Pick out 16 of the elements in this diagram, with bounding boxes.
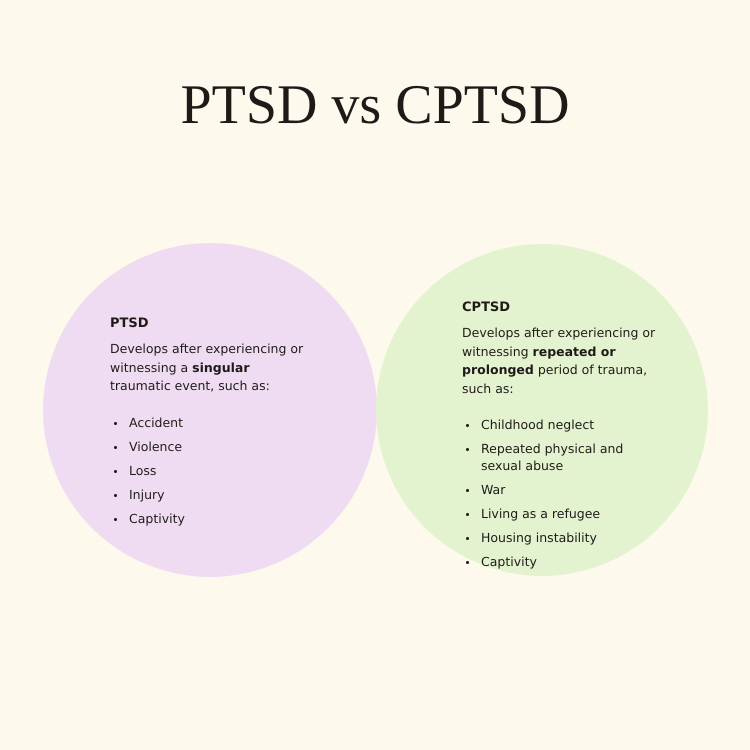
description: Develops after experiencing or witnessing repeated or prolonged period of trauma, such as: — [462, 324, 656, 398]
list-item: Living as a refugee — [481, 505, 602, 522]
heading: PTSD — [110, 315, 149, 332]
list-item: Accident — [129, 414, 184, 430]
description: Develops after experiencing or witnessing a singular traumatic event, such as: — [110, 340, 304, 395]
list-item: Housing instability — [481, 529, 598, 546]
list-item: War — [481, 481, 506, 498]
heading: CPTSD — [462, 299, 510, 316]
list-item: Violence — [129, 438, 184, 454]
title: PTSD vs CPTSD — [180, 73, 570, 138]
list-item: Childhood neglect — [481, 416, 596, 433]
list-item: Loss — [129, 462, 158, 478]
list-item: Captivity — [481, 553, 538, 570]
list-item: Repeated physical and sexual abuse — [481, 440, 624, 474]
list-item: Injury — [129, 486, 166, 502]
list-item: Captivity — [129, 510, 186, 526]
